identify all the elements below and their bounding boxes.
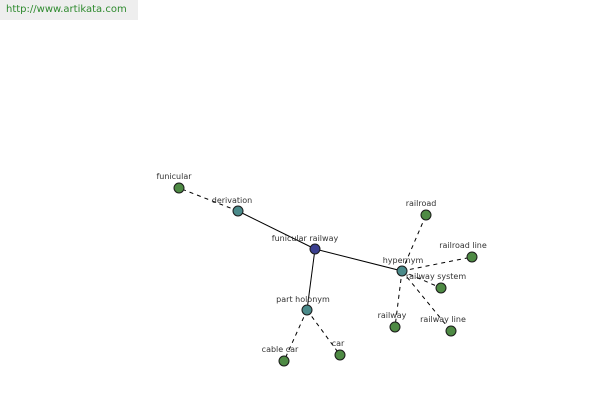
edge-center-hypernym xyxy=(314,248,403,272)
node-label-railway-line[interactable]: railway line xyxy=(420,315,466,324)
node-car[interactable] xyxy=(334,349,346,361)
node-railway[interactable] xyxy=(389,321,401,333)
source-url-banner[interactable]: http://www.artikata.com xyxy=(0,0,138,20)
node-label-railway-system[interactable]: railway system xyxy=(406,272,466,281)
node-railway-system[interactable] xyxy=(435,282,447,294)
node-cable-car[interactable] xyxy=(278,355,290,367)
node-label-derivation[interactable]: derivation xyxy=(212,196,252,205)
edge-hypernym-railroad xyxy=(401,214,427,272)
edge-center-part_holonym xyxy=(306,248,316,311)
node-center[interactable] xyxy=(309,243,321,255)
edge-hypernym-railroad_line xyxy=(401,256,473,272)
edges-layer xyxy=(178,187,473,362)
node-label-cable-car[interactable]: cable car xyxy=(262,345,299,354)
nodes-layer xyxy=(173,182,478,367)
node-derivation[interactable] xyxy=(232,205,244,217)
node-railway-line[interactable] xyxy=(445,325,457,337)
node-label-railroad-line[interactable]: railroad line xyxy=(439,241,487,250)
node-label-center[interactable]: funicular railway xyxy=(272,234,339,243)
node-railroad[interactable] xyxy=(420,209,432,221)
node-hypernym[interactable] xyxy=(396,265,408,277)
edge-hypernym-railway_system xyxy=(401,270,442,289)
node-label-hypernym[interactable]: hypernym xyxy=(383,256,424,265)
edge-hypernym-railway xyxy=(394,270,403,328)
node-label-funicular[interactable]: funicular xyxy=(156,172,192,181)
edge-center-derivation xyxy=(237,210,316,250)
edge-hypernym-railway_line xyxy=(401,270,452,332)
edge-part_holonym-car xyxy=(306,309,341,356)
node-label-railroad[interactable]: railroad xyxy=(406,199,437,208)
node-label-car[interactable]: car xyxy=(332,339,345,348)
node-part-holonym[interactable] xyxy=(301,304,313,316)
edge-part_holonym-cable_car xyxy=(283,309,308,362)
node-label-part-holonym[interactable]: part holonym xyxy=(276,295,330,304)
edge-derivation-funicular xyxy=(178,187,239,212)
node-funicular[interactable] xyxy=(173,182,185,194)
node-railroad-line[interactable] xyxy=(466,251,478,263)
labels-layer: funicular railway derivation hypernym part … xyxy=(156,172,486,354)
node-label-railway[interactable]: railway xyxy=(378,311,407,320)
